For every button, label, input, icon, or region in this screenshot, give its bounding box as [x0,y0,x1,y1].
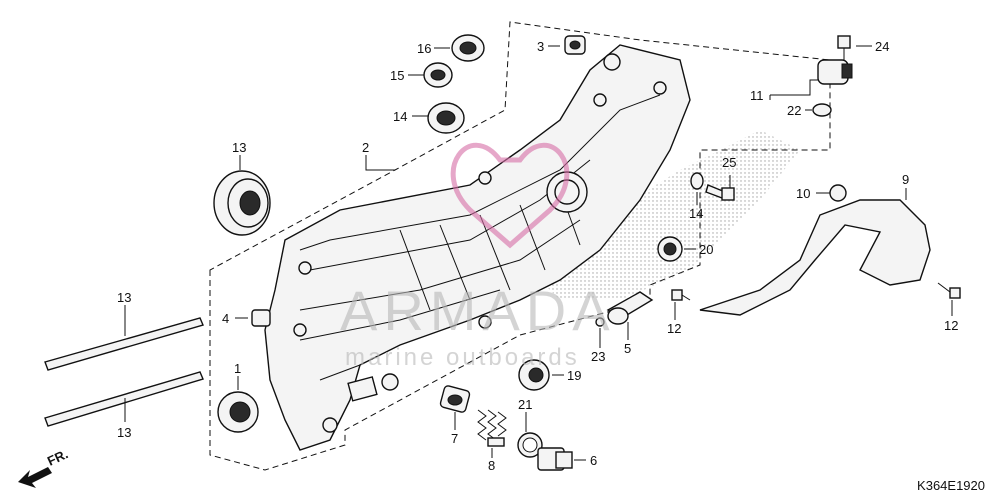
callout-7: 7 [451,431,458,446]
bearing-1 [217,391,259,433]
callout-12-left: 12 [667,321,681,336]
callout-2: 2 [362,140,369,155]
callout-14: 14 [689,206,703,221]
callout-3: 3 [537,39,544,54]
callout-13-lower: 13 [117,425,131,440]
watermark-heart-icon [450,142,570,249]
dowel-4 [251,309,271,327]
front-direction-indicator: FR. [18,446,70,488]
bushing-3 [564,35,586,55]
callout-10: 10 [796,186,810,201]
filter-7 [439,385,471,413]
callout-9: 9 [902,172,909,187]
callout-17: 15 [390,68,404,83]
bearing-15 [213,170,271,236]
callout-22: 22 [787,103,801,118]
stud-13-upper [44,317,204,371]
seal-19 [518,359,550,391]
assembly-outline [209,21,831,471]
callout-21: 21 [518,397,532,412]
callout-11: 11 [750,88,764,103]
callout-5: 5 [624,341,631,356]
o-ring-21 [517,432,543,458]
diagram-code: K364E1920 [917,478,985,493]
seal-20 [657,236,683,262]
grommet-10 [829,184,847,202]
seal-14 [690,172,704,190]
callout-6: 6 [590,453,597,468]
clip-23 [595,317,605,327]
watermark: ARMADA marine outboards [340,142,616,371]
callout-18: 16 [417,41,431,56]
callout-23: 23 [591,349,605,364]
direction-label: FR. [45,446,70,468]
bolt-12-left [671,289,691,301]
stud-13-lower [44,371,204,427]
callout-24: 24 [875,39,889,54]
o-ring-22 [812,103,832,117]
callout-19: 19 [567,368,581,383]
arrow-icon [18,467,52,488]
bolt-25 [705,184,735,201]
callout-13-upper: 13 [117,290,131,305]
shading-area [530,130,800,300]
crankcase [264,44,691,451]
drain-plug-6 [537,447,573,471]
part-5 [606,291,654,325]
callout-15: 13 [232,140,246,155]
watermark-brand: ARMADA [340,279,616,342]
bolt-12-right [937,282,961,299]
callout-1: 1 [234,361,241,376]
callout-12-right: 12 [944,318,958,333]
bearing-18 [451,34,485,62]
watermark-tagline: marine outboards [345,344,580,371]
bearing-17 [423,62,453,88]
bearing-16 [427,102,465,134]
bolt-24 [837,35,851,60]
callout-16: 14 [393,109,407,124]
callout-8: 8 [488,458,495,473]
cover-9 [699,199,931,316]
callout-20: 20 [699,242,713,257]
leader-lines [124,45,953,461]
sensor-11 [817,59,853,85]
callout-4: 4 [222,311,229,326]
spring-8 [477,409,507,447]
callout-25: 25 [722,155,736,170]
